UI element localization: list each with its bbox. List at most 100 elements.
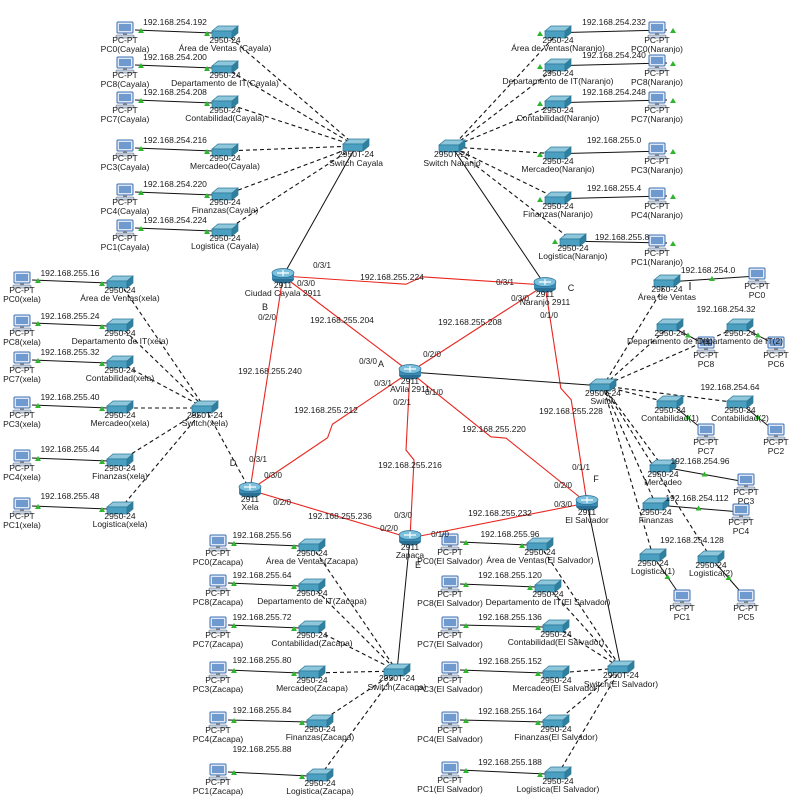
subnet-label: 192.168.255.72 <box>232 612 291 622</box>
pc-name-label: PC0(Zacapa) <box>193 557 244 567</box>
pc-type-label: PC-PT <box>693 350 719 360</box>
subnet-label: 192.168.255.164 <box>478 706 542 716</box>
port-label: 0/3/0 <box>511 294 529 303</box>
switch-model-label: 2950-24 <box>637 558 668 568</box>
wan-ip-label: 192.168.255.228 <box>539 406 603 416</box>
switch-model-label: 2950-24 <box>209 153 240 163</box>
pc-type-label: PC-PT <box>744 281 770 291</box>
wan-ip-label: 192.168.255.212 <box>294 405 358 415</box>
link-endpoint <box>231 718 237 723</box>
switch-model-label: 2950-24 <box>296 588 327 598</box>
switch-name-label: Mercadeo(El Salvador) <box>513 683 600 693</box>
core-switch-name-label: Switch(Zacapa) <box>367 682 426 692</box>
subnet-label: 192.168.254.32 <box>696 304 755 314</box>
port-label: 0/3/0 <box>264 471 282 480</box>
wan-link-cayala_naranjo <box>282 275 546 286</box>
link-endpoint <box>35 456 41 461</box>
uplink <box>451 32 559 148</box>
switch-model-label: 2950-24 <box>540 724 571 734</box>
uplink <box>224 102 357 147</box>
link-endpoint <box>725 575 732 580</box>
core-switch-model-label: 2950T-24 <box>187 410 223 420</box>
pc-type-label: PC-PT <box>9 410 35 420</box>
core-switch-model-label: 2950T-24 <box>379 673 415 683</box>
link-endpoint <box>291 671 297 676</box>
pc-name-label: PC0(Cayala) <box>101 44 150 54</box>
access-link <box>459 583 537 588</box>
wan-link-avila_salvador <box>409 371 588 504</box>
pc-type-label: PC-PT <box>9 365 35 375</box>
link-endpoint <box>755 414 761 420</box>
router-model-label: 2911 <box>536 289 555 299</box>
switch-model-label: 2950-24 <box>542 105 573 115</box>
trunk-link <box>586 502 622 669</box>
trunk-link <box>409 371 604 387</box>
subnet-label: 192.168.255.24 <box>40 311 99 321</box>
switch-name-label: Logistica(xela) <box>93 519 148 529</box>
wan-ip-label: 192.168.255.208 <box>438 317 502 327</box>
switch-name-label: Finanzas <box>639 515 674 525</box>
router-name-label: Ciudad Cayala 2911 <box>245 288 322 298</box>
pc-type-label: PC-PT <box>205 588 231 598</box>
pc-name-label: PC4(Zacapa) <box>193 734 244 744</box>
switch-name-label: Logistica(Naranjo) <box>539 251 608 261</box>
switch-model-label: 2950-24 <box>542 35 573 45</box>
router-name-label: El Salvador <box>565 515 609 525</box>
subnet-label: 192.168.254.64 <box>700 382 759 392</box>
switch-name-label: Logistica(2) <box>689 568 733 578</box>
switch-name-label: Logistica(1) <box>631 566 675 576</box>
pc-name-label: PC4(xela) <box>3 472 41 482</box>
access-link <box>31 322 109 327</box>
uplink <box>451 146 574 242</box>
pc-type-label: PC-PT <box>205 725 231 735</box>
router-name-label: Zapaca <box>396 550 425 560</box>
pc-type-label: PC-PT <box>112 197 138 207</box>
switch-model-label: 2950-24 <box>542 776 573 786</box>
pc-type-label: PC-PT <box>728 517 754 527</box>
pc-type-label: PC-PT <box>437 630 463 640</box>
switch-name-label: Área de Ventas(Naranjo) <box>511 43 605 53</box>
switch-model-label: 2950-24 <box>209 197 240 207</box>
uplink <box>311 627 398 672</box>
link-endpoint <box>695 505 702 511</box>
link-endpoint <box>755 332 761 338</box>
access-link <box>31 505 109 510</box>
wan-ip-label: 192.168.255.236 <box>308 511 372 521</box>
pc-name-label: PC1(Naranjo) <box>631 257 683 267</box>
link-endpoint <box>231 541 237 546</box>
pc-type-label: PC-PT <box>669 603 695 613</box>
switch-name-label: Departamento de IT(El Salvador) <box>486 597 611 607</box>
router-letter-label: C <box>568 283 575 293</box>
uplink <box>451 146 559 155</box>
pc-name-label: PC7(Zacapa) <box>193 639 244 649</box>
port-label: 0/3/0 <box>394 511 412 520</box>
pc-name-label: PC3(xela) <box>3 419 41 429</box>
link-endpoint <box>463 718 469 723</box>
link-endpoint <box>231 668 237 673</box>
uplink <box>119 407 206 462</box>
link-endpoint <box>685 414 691 420</box>
link-endpoint <box>535 625 541 630</box>
uplink <box>311 670 398 674</box>
switch-model-label: 2950-24 <box>542 156 573 166</box>
pc-type-label: PC-PT <box>112 35 138 45</box>
wan-ip-label: 192.168.255.224 <box>360 272 424 282</box>
access-link <box>31 359 109 364</box>
pc-name-label: PC8(El Salvador) <box>417 598 483 608</box>
link-endpoint <box>99 361 105 366</box>
switch-model-label: 2950-24 <box>540 629 571 639</box>
pc-name-label: PC4(El Salvador) <box>417 734 483 744</box>
switch-name-label: Contabilidad(Cayala) <box>185 113 265 123</box>
uplink <box>311 585 398 672</box>
link-endpoint <box>138 98 144 103</box>
pc-type-label: PC-PT <box>112 153 138 163</box>
pc-type-label: PC-PT <box>763 437 789 447</box>
uplink <box>451 102 559 148</box>
link-endpoint <box>552 239 558 244</box>
switch-model-label: 2950-24 <box>304 778 335 788</box>
switch-name-label: Mercadeo <box>644 477 682 487</box>
link-endpoint <box>35 321 41 326</box>
subnet-label: 192.168.254.112 <box>665 493 728 503</box>
pc-type-label: PC-PT <box>112 105 138 115</box>
